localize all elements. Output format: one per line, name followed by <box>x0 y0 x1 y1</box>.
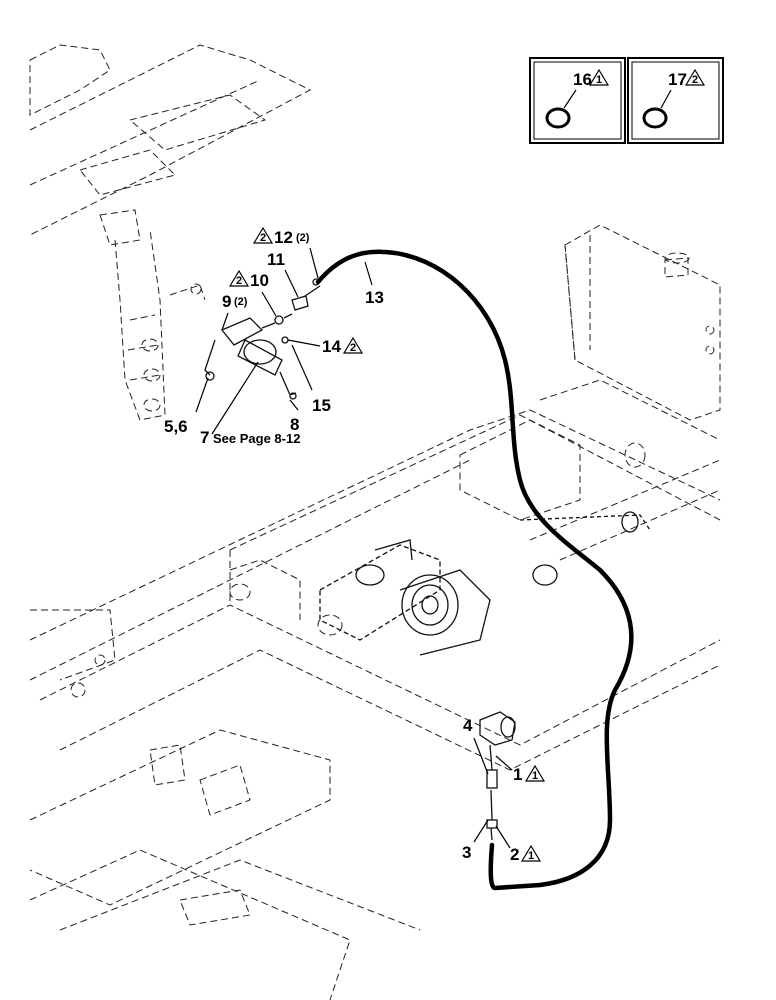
svg-text:4: 4 <box>463 716 473 735</box>
svg-text:13: 13 <box>365 288 384 307</box>
label-9: 9 (2) <box>221 292 248 331</box>
callout-16-note: 1 <box>596 74 602 86</box>
label-5-6: 5,6 <box>164 377 209 436</box>
svg-text:2: 2 <box>260 232 266 244</box>
label-11: 11 <box>267 250 299 298</box>
note-triangle-icon <box>520 844 542 862</box>
machine-frame <box>29 44 721 1000</box>
cable-hose <box>315 249 634 891</box>
svg-text:12: 12 <box>274 228 293 247</box>
callout-box-16: 16 1 <box>529 57 626 144</box>
label-8: 8 <box>289 399 299 434</box>
svg-text:14: 14 <box>322 337 341 356</box>
svg-text:11: 11 <box>267 250 285 269</box>
svg-text:15: 15 <box>312 396 331 415</box>
label-1: 1 1 <box>495 755 546 784</box>
svg-text:1: 1 <box>513 765 522 784</box>
svg-text:(2): (2) <box>296 232 310 244</box>
callout-17-number: 17 <box>668 70 687 89</box>
callout-box-17: 17 2 <box>627 57 724 144</box>
sensor-assembly <box>479 711 516 841</box>
cylinder-assembly <box>204 278 321 400</box>
label-13: 13 <box>364 261 384 307</box>
label-7: 7 See Page 8-12 <box>200 361 300 447</box>
svg-text:8: 8 <box>290 415 299 434</box>
callout-16-number: 16 <box>573 70 592 89</box>
note-triangle-icon <box>684 68 706 86</box>
label-10: 2 10 <box>228 269 277 317</box>
gearbox-assembly <box>319 511 651 656</box>
note-triangle-icon <box>252 226 274 244</box>
svg-text:7: 7 <box>200 428 209 447</box>
label-3: 3 <box>462 819 489 862</box>
svg-text:10: 10 <box>250 271 269 290</box>
label-15: 15 <box>291 344 331 415</box>
note-triangle-icon <box>228 269 250 287</box>
svg-text:5,6: 5,6 <box>164 417 188 436</box>
svg-text:2: 2 <box>236 275 242 287</box>
note-triangle-icon <box>342 336 364 354</box>
label-4: 4 <box>463 716 489 775</box>
label-14: 14 2 <box>287 336 364 356</box>
callout-17-note: 2 <box>692 74 698 86</box>
svg-text:3: 3 <box>462 843 471 862</box>
label-2: 2 1 <box>495 825 542 864</box>
svg-text:1: 1 <box>532 770 538 782</box>
svg-text:(2): (2) <box>234 296 248 308</box>
o-ring-17 <box>642 107 668 129</box>
note-triangle-icon <box>588 68 610 86</box>
svg-text:2: 2 <box>350 342 356 354</box>
svg-text:See Page 8-12: See Page 8-12 <box>213 431 300 446</box>
svg-text:1: 1 <box>528 850 534 862</box>
o-ring-16 <box>545 107 571 129</box>
svg-text:9: 9 <box>222 292 231 311</box>
note-triangle-icon <box>524 764 546 782</box>
svg-text:2: 2 <box>510 845 519 864</box>
label-12: 2 12 (2) <box>252 226 319 279</box>
